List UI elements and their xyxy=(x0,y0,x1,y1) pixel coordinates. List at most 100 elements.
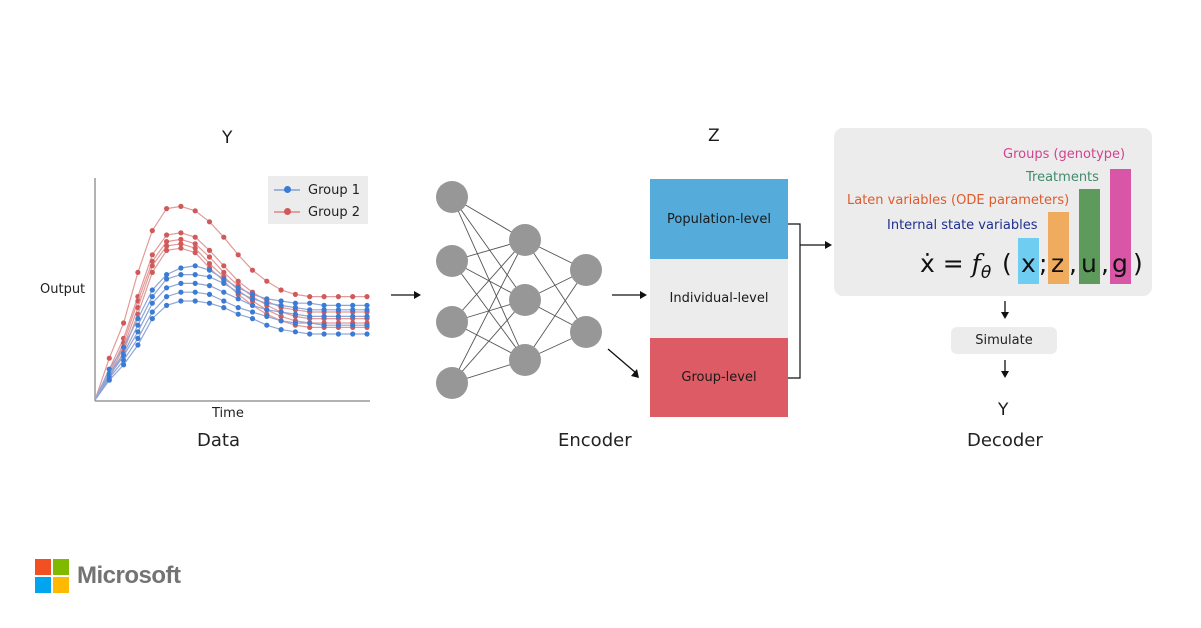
data-point xyxy=(278,327,284,333)
series-layer xyxy=(94,203,370,401)
data-point xyxy=(249,267,256,273)
data-point xyxy=(364,331,370,337)
legend-marker-group-2 xyxy=(274,207,300,217)
data-point xyxy=(307,320,313,326)
data-point xyxy=(335,294,341,300)
arrow-right-icon xyxy=(612,291,647,299)
network-edge xyxy=(451,196,526,301)
block-label: Individual-level xyxy=(669,291,769,306)
data-point xyxy=(278,309,284,315)
data-point xyxy=(321,313,327,319)
data-point xyxy=(335,313,341,319)
data-point xyxy=(307,307,313,313)
data-point xyxy=(206,219,213,225)
data-point xyxy=(321,294,327,300)
data-point xyxy=(321,331,327,337)
data-point xyxy=(350,294,356,300)
population-level-block: Population-level xyxy=(650,179,788,259)
data-point xyxy=(192,245,198,251)
data-point xyxy=(164,232,170,238)
data-point xyxy=(235,289,241,295)
data-point xyxy=(264,322,270,328)
data-point xyxy=(292,300,298,306)
eq-func: 𝑓 xyxy=(971,249,981,278)
series-group-2 xyxy=(94,203,370,401)
series-group-1 xyxy=(94,263,370,401)
network-edge xyxy=(524,269,587,361)
data-point xyxy=(278,298,284,304)
network-node xyxy=(436,245,468,277)
x-highlight-bar xyxy=(1018,238,1039,284)
latent-variables-label: Laten variables (ODE parameters) xyxy=(847,193,1070,208)
data-point xyxy=(235,296,241,302)
sep-comma: , xyxy=(1069,249,1077,278)
data-point xyxy=(192,234,198,240)
data-point xyxy=(350,307,356,313)
legend-label: Group 1 xyxy=(308,182,360,198)
arrow-right-icon xyxy=(391,291,421,299)
data-point xyxy=(350,322,356,328)
eq-lhs: ẋ xyxy=(920,249,935,278)
arg-z: z xyxy=(1051,249,1065,278)
data-point xyxy=(264,313,270,319)
series-group-1 xyxy=(94,289,370,401)
data-point xyxy=(235,252,241,258)
data-point xyxy=(206,291,213,297)
network-edge xyxy=(451,260,526,361)
g-highlight-bar xyxy=(1110,169,1131,284)
data-point xyxy=(149,252,155,258)
arrow-down-icon xyxy=(1001,360,1009,378)
data-point xyxy=(292,320,298,326)
data-point xyxy=(121,357,127,363)
data-point xyxy=(249,296,256,302)
data-point xyxy=(206,247,213,253)
eq-open-paren: ( xyxy=(1002,249,1012,278)
data-point xyxy=(292,305,298,311)
sep-comma: , xyxy=(1101,249,1109,278)
sep-semicolon: ; xyxy=(1039,249,1048,278)
group-level-block: Group-level xyxy=(650,338,788,417)
data-point xyxy=(106,355,112,361)
data-point xyxy=(350,302,356,308)
data-point xyxy=(221,298,227,304)
data-point xyxy=(178,272,184,278)
data-point xyxy=(221,269,227,275)
data-point xyxy=(335,331,341,337)
data-point xyxy=(292,329,298,335)
logo-square-red xyxy=(35,559,51,575)
network-edge xyxy=(451,239,526,384)
data-point xyxy=(206,300,213,306)
data-point xyxy=(364,302,370,308)
data-point xyxy=(364,322,370,328)
data-point xyxy=(321,307,327,313)
data-point xyxy=(192,280,198,286)
series-group-2 xyxy=(94,241,370,401)
internal-state-label: Internal state variables xyxy=(887,218,1038,233)
data-title: Y xyxy=(222,128,233,148)
data-point xyxy=(121,320,127,326)
data-point xyxy=(178,203,184,209)
bracket-connector xyxy=(788,223,832,379)
data-point xyxy=(321,302,327,308)
data-point xyxy=(149,300,155,306)
logo-square-blue xyxy=(35,577,51,593)
data-point xyxy=(292,311,298,317)
data-point xyxy=(149,294,155,300)
data-point xyxy=(192,289,198,295)
block-label: Population-level xyxy=(667,211,771,227)
data-point xyxy=(135,342,141,348)
data-point xyxy=(192,298,198,304)
data-point xyxy=(307,313,313,319)
data-point xyxy=(106,377,112,383)
network-edge xyxy=(524,239,587,333)
y-axis-label: Output xyxy=(40,282,86,297)
data-point xyxy=(192,263,198,269)
data-point xyxy=(149,228,155,234)
block-label: Group-level xyxy=(681,370,757,385)
eq-close-paren: ) xyxy=(1133,249,1143,278)
data-point xyxy=(264,307,270,313)
arrow-down-icon xyxy=(1001,301,1009,319)
data-point xyxy=(221,234,227,240)
legend-label: Group 2 xyxy=(308,204,360,220)
